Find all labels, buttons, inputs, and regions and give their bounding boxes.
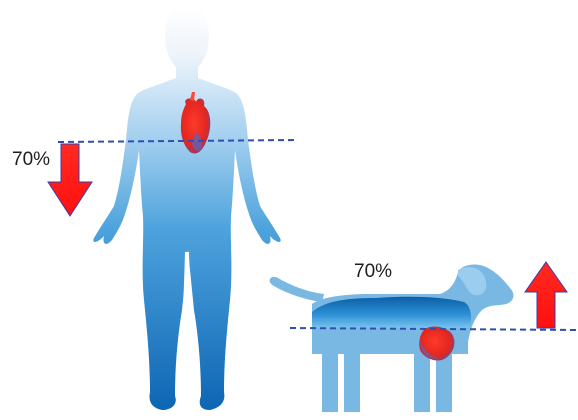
dog-leg-back-inner (344, 350, 360, 412)
dog-leg-back-outer (322, 350, 338, 412)
dog-leg-front-inner (414, 350, 430, 412)
dog-blood-volume-label: 70% (354, 262, 392, 281)
dog-figure (270, 262, 578, 412)
human-figure (48, 6, 296, 412)
dog-tail (270, 277, 324, 302)
dog-blood-volume (312, 297, 471, 328)
up-arrow-icon (525, 262, 567, 328)
down-arrow-icon (48, 144, 92, 216)
human-blood-volume-label: 70% (12, 150, 50, 169)
